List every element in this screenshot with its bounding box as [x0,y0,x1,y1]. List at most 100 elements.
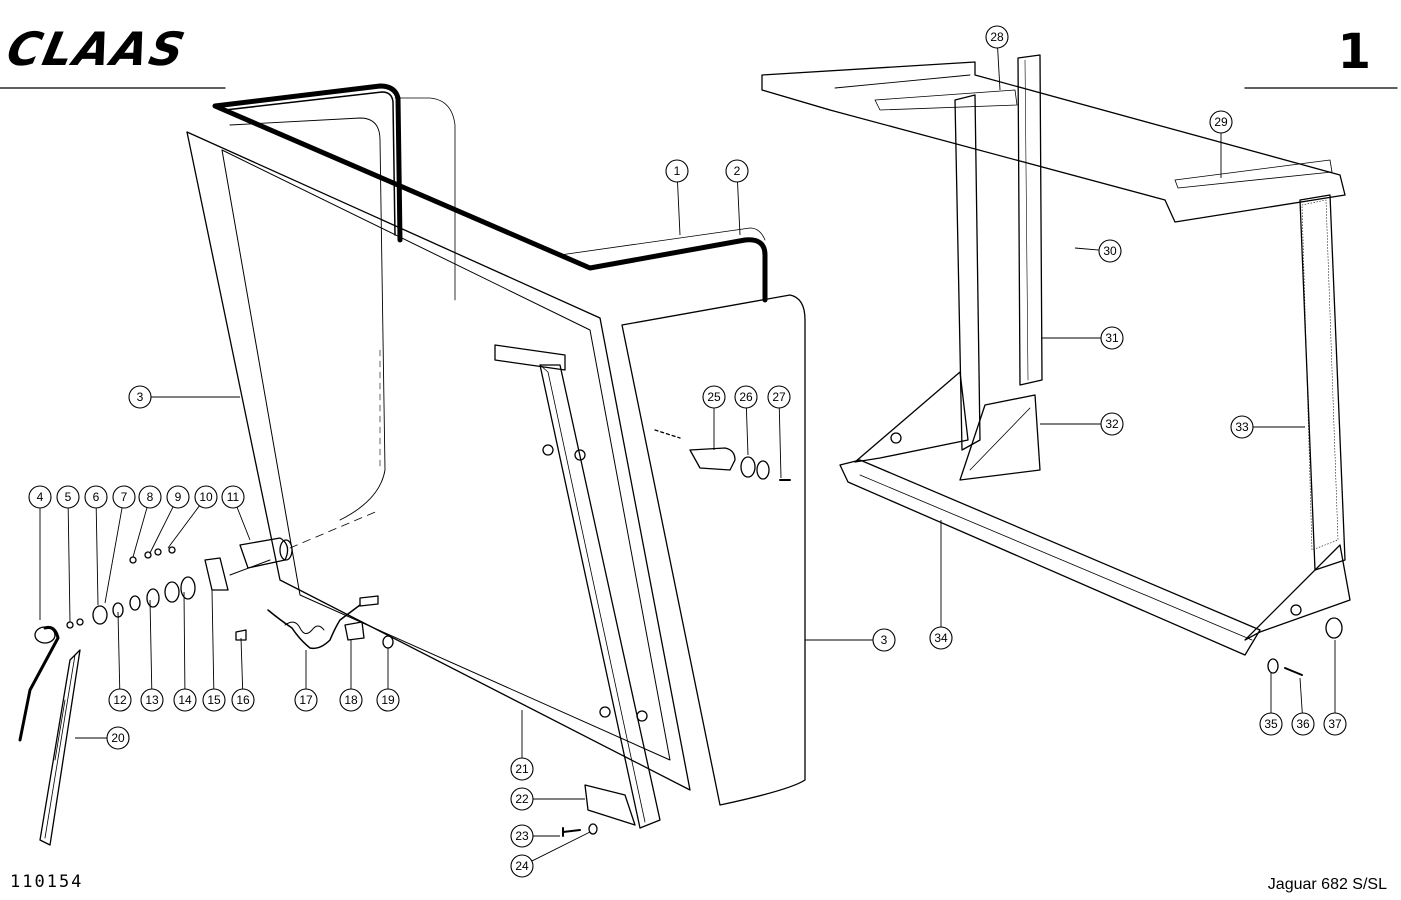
frame-left-post [954,94,981,451]
connector-plug [344,621,365,641]
main-glass-panel [186,131,691,791]
callout-circle [1259,712,1283,736]
callout-circle [376,688,400,712]
drawing-number: 110154 [10,872,84,892]
callout-number: 23 [515,829,529,843]
callout-25: 25 [702,385,726,409]
callout-13: 13 [140,688,164,712]
callout-leader-7 [104,507,123,604]
callout-number: 10 [199,490,213,504]
callout-leader-6 [95,507,99,606]
callout-number: 13 [145,693,159,707]
callout-circle [202,688,226,712]
callout-2: 2 [725,159,749,183]
callout-circle [1230,415,1254,439]
callout-circle [56,485,80,509]
page-number: 1 [1337,24,1371,80]
callout-leader-2 [737,181,741,236]
callout-33: 33 [1230,415,1254,439]
center-post [1017,54,1043,386]
callout-circle [734,385,758,409]
callout-leader-9 [149,506,174,554]
callout-circle [510,824,534,848]
callout-number: 14 [178,693,192,707]
callout-21: 21 [510,757,534,781]
callout-28: 28 [985,25,1009,49]
callout-number: 36 [1296,717,1310,731]
main-glass-inner [221,149,671,761]
callout-number: 34 [934,631,948,645]
callout-19: 19 [376,688,400,712]
callout-4: 4 [28,485,52,509]
callout-leader-1 [677,181,681,236]
bottom-bracket [584,784,636,826]
callout-number: 6 [93,490,100,504]
callout-number: 2 [734,164,741,178]
callout-circle [1323,712,1347,736]
callout-circle [510,854,534,878]
callout-22: 22 [510,787,534,811]
callout-24: 24 [510,854,534,878]
callout-circle [1100,326,1124,350]
callout-leader-24 [531,831,591,862]
frame-top-beam [761,61,1346,223]
callout-leader-12 [117,611,121,690]
callout-number: 8 [147,490,154,504]
callout-8: 8 [138,485,162,509]
left-gusset [854,371,969,463]
callout-circle [1209,110,1233,134]
callout-number: 3 [881,633,888,647]
callout-circle [173,688,197,712]
callout-number: 5 [65,490,72,504]
frame-bottom-beam [839,459,1261,656]
callout-circle [28,485,52,509]
callout-1: 1 [665,159,689,183]
callout-number: 19 [381,693,395,707]
callout-number: 3 [137,390,144,404]
motor-mount-plate [204,557,229,591]
wiper-blade [39,649,81,846]
callout-circle [128,385,152,409]
callout-number: 12 [113,693,127,707]
callout-number: 9 [175,490,182,504]
callout-circle [84,485,108,509]
callout-15: 15 [202,688,226,712]
callout-36: 36 [1291,712,1315,736]
callout-37: 37 [1323,712,1347,736]
callout-27: 27 [767,385,791,409]
callout-leader-15 [211,589,215,690]
callout-17: 17 [294,688,318,712]
callout-circle [194,485,218,509]
callout-circle [665,159,689,183]
callout-circle [510,757,534,781]
callout-circle [138,485,162,509]
callout-leader-36 [1299,677,1303,714]
callout-circle [231,688,255,712]
seal-strip [212,83,768,303]
callout-31: 31 [1100,326,1124,350]
right-gusset [1244,544,1351,641]
callout-number: 24 [515,859,529,873]
callout-35: 35 [1259,712,1283,736]
callout-number: 17 [299,693,313,707]
callout-circle [1100,412,1124,436]
callout-number: 16 [236,693,250,707]
callout-leader-26 [745,407,749,456]
callout-number: 37 [1328,717,1342,731]
corner-post [539,364,661,829]
callout-circle [339,688,363,712]
callout-6: 6 [84,485,108,509]
callout-number: 15 [207,693,221,707]
callout-circle [767,385,791,409]
callout-leader-14 [183,591,186,690]
callout-number: 1 [674,164,681,178]
callout-5: 5 [56,485,80,509]
side-glass-panel [621,294,806,806]
callout-number: 22 [515,792,529,806]
callout-number: 29 [1214,115,1228,129]
callout-leader-16 [240,637,244,690]
rear-glass-outline [394,97,456,301]
callout-number: 7 [121,490,128,504]
callout-number: 21 [515,762,529,776]
